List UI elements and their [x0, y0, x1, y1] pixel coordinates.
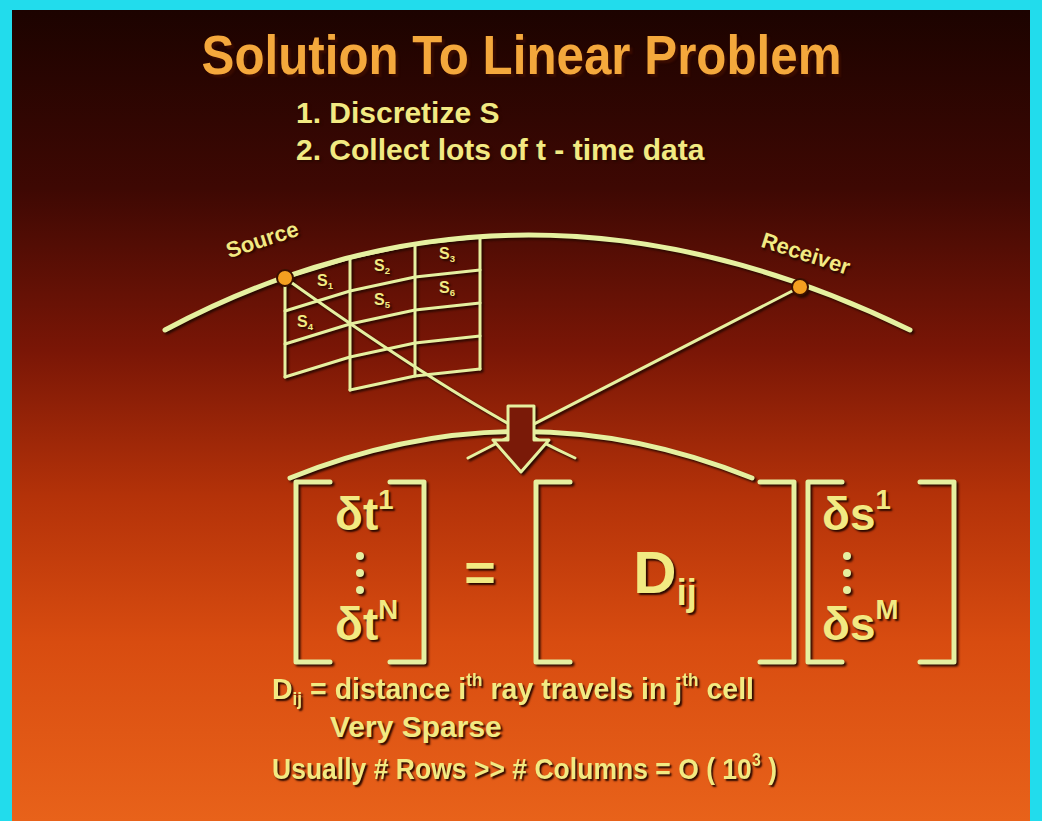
note-text: Usually # Rows >> # Columns = O ( 10	[272, 752, 752, 785]
superscript: 3	[752, 750, 761, 771]
cell-label-row: S2	[374, 257, 390, 275]
slide-title: Solution To Linear Problem	[201, 22, 841, 87]
cell-label: S	[439, 279, 450, 296]
matrix-brackets	[296, 482, 954, 662]
equals-sign-row: =	[464, 541, 496, 603]
subscript: 6	[450, 287, 455, 298]
cell-label: S	[374, 291, 385, 308]
cell-label-row: S6	[439, 279, 455, 297]
cell-label: S	[374, 257, 385, 274]
equals-sign: =	[464, 542, 496, 602]
list-item: 2. Collect lots of t - time data	[296, 133, 704, 166]
source-point	[277, 270, 293, 286]
note-text-row: Usually # Rows >> # Columns = O ( 103)	[272, 752, 777, 787]
list-item-row: 2. Collect lots of t - time data	[296, 133, 704, 168]
cell-label-row: S4	[297, 313, 313, 331]
matrix-symbol: D	[633, 539, 676, 606]
superscript: 1	[875, 484, 890, 516]
note-text: ray travels in j	[490, 672, 682, 705]
subscript: 4	[308, 321, 313, 332]
matrix-entry-row: δsM	[822, 598, 898, 651]
note-text: D	[272, 672, 293, 705]
superscript: th	[682, 670, 698, 691]
note-text-row: Very Sparse	[330, 710, 502, 745]
point-label: Receiver	[759, 228, 854, 280]
cell-label-row: S5	[374, 291, 390, 309]
cell-label-row: S3	[439, 245, 455, 263]
ellipsis-dots	[356, 552, 851, 594]
cell-label-row: S1	[317, 272, 333, 290]
down-arrow	[493, 406, 549, 472]
superscript: M	[875, 594, 898, 626]
cell-label: S	[439, 245, 450, 262]
matrix-symbol-row: Dij	[633, 538, 696, 607]
subscript: ij	[293, 689, 303, 710]
note-text: )	[768, 752, 777, 785]
cell-grid	[285, 237, 480, 390]
subscript: 2	[385, 265, 390, 276]
subscript: 3	[450, 253, 455, 264]
note-text: cell	[706, 672, 754, 705]
cell-label: S	[297, 313, 308, 330]
matrix-entry: δt	[335, 488, 378, 540]
point-label-row: Receiver	[758, 228, 853, 280]
matrix-entry-row: δtN	[335, 598, 398, 651]
superscript: N	[378, 594, 398, 626]
matrix-entry: δs	[822, 598, 875, 650]
superscript: th	[466, 670, 482, 691]
superscript: 1	[378, 484, 393, 516]
matrix-entry-row: δt1	[335, 488, 394, 541]
matrix-entry: δt	[335, 598, 378, 650]
subscript: 5	[385, 299, 390, 310]
note-text-row: Dij= distance ithray travels in jthcell	[272, 672, 754, 707]
cell-label: S	[317, 272, 328, 289]
point-label-row: Source	[223, 216, 302, 263]
note-text: Very Sparse	[330, 710, 502, 743]
note-text: = distance i	[310, 672, 466, 705]
list-item: 1. Discretize S	[296, 96, 499, 129]
point-label: Source	[223, 216, 302, 263]
title-row: Solution To Linear Problem	[0, 22, 1042, 87]
receiver-point	[792, 279, 808, 295]
matrix-entry-row: δs1	[822, 488, 891, 541]
list-item-row: 1. Discretize S	[296, 96, 499, 131]
subscript: ij	[677, 572, 697, 613]
subscript: 1	[328, 280, 333, 291]
matrix-entry: δs	[822, 488, 875, 540]
